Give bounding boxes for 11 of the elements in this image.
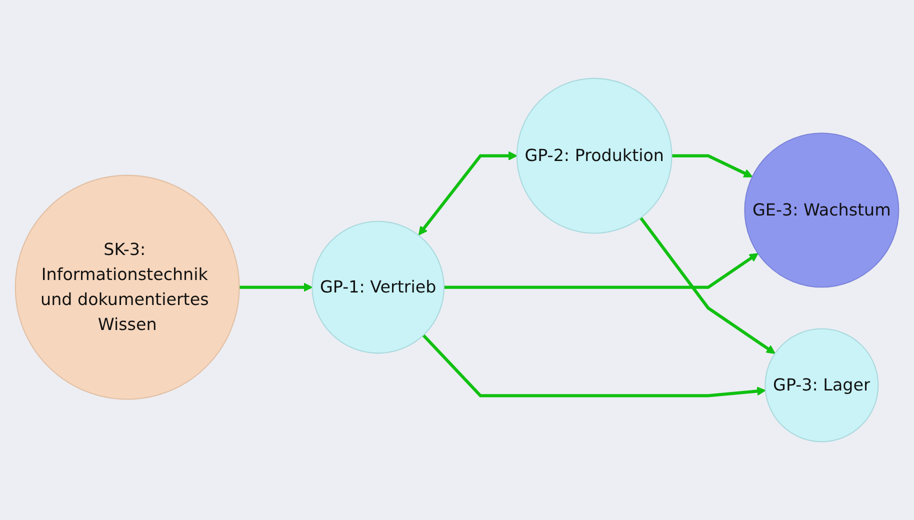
arrow — [418, 151, 518, 236]
arrow — [239, 282, 313, 292]
node-circle: GP-3: Lager — [764, 328, 879, 442]
node-circle: GE-3: Wachstum — [744, 132, 900, 288]
arrow — [444, 252, 758, 289]
node-circle: GP-1: Vertrieb — [312, 220, 444, 354]
node-circle: SK-3: Informationstechnik und dokumentiertes Wissen — [14, 174, 240, 400]
arrow — [639, 216, 776, 354]
arrow — [672, 154, 753, 178]
arrow — [422, 334, 766, 398]
node-circle: GP-2: Produktion — [516, 78, 672, 234]
